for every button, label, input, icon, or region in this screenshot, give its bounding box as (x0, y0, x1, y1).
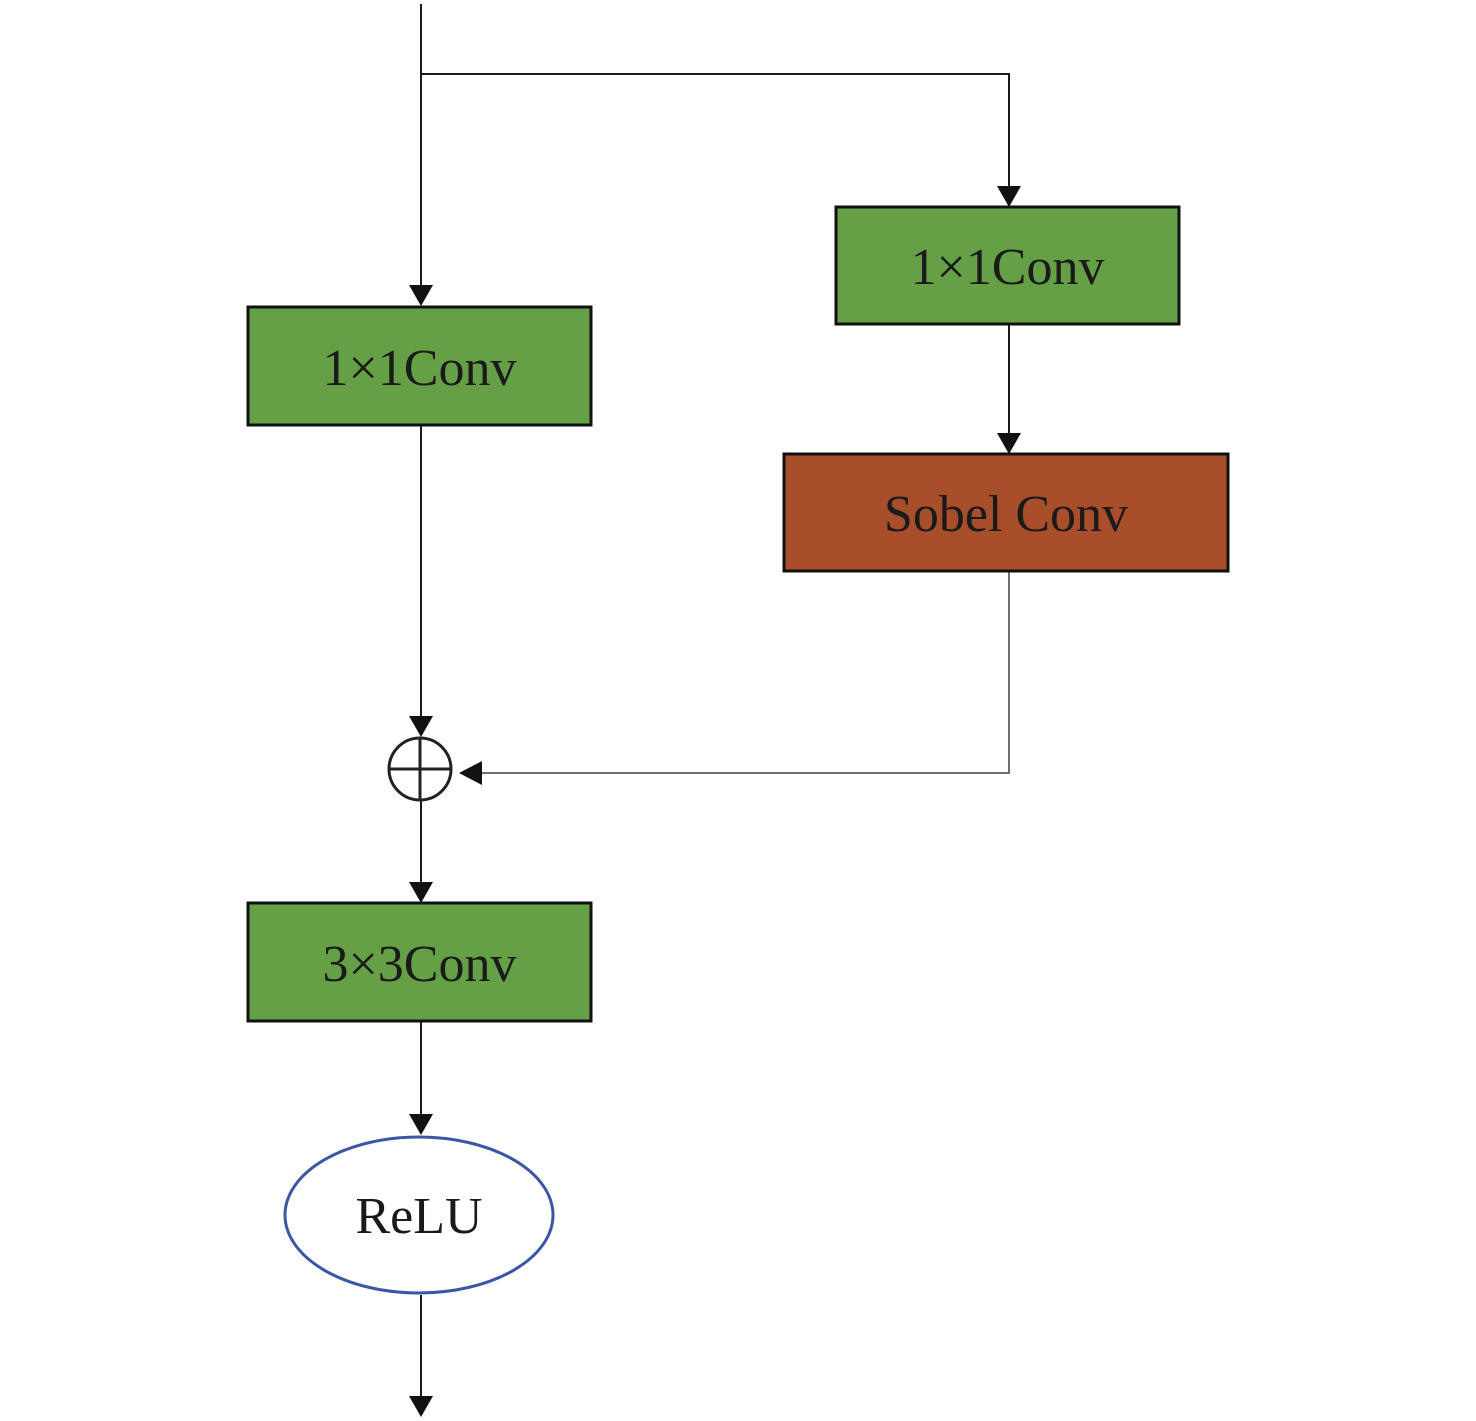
arrowheads (409, 186, 1021, 1417)
conv-left-box (246, 305, 593, 427)
sobel-conv-box (782, 452, 1230, 573)
arrowhead-icon (409, 882, 433, 903)
relu-node: ReLU (283, 1135, 555, 1295)
conv-left-node: 1×1Conv (246, 305, 593, 427)
conv3-label: 3×3Conv (322, 936, 516, 993)
sobel-node: Sobel Conv (782, 452, 1230, 573)
conv3-box (246, 901, 593, 1023)
arrowhead-icon (409, 285, 433, 306)
relu-ellipse (283, 1135, 555, 1295)
arrowhead-icon (997, 186, 1021, 207)
sobel-conv-label: Sobel Conv (884, 486, 1128, 543)
relu-label: ReLU (355, 1188, 482, 1245)
arrowhead-icon (409, 1396, 433, 1417)
conv-right-node: 1×1Conv (834, 205, 1181, 326)
connectors (420, 4, 1010, 1398)
edge-sobel-to-sum (478, 572, 1010, 774)
arrowhead-icon (997, 433, 1021, 454)
arrowhead-icon (409, 716, 433, 737)
edge-input-to-right-conv (421, 73, 1010, 188)
arrowhead-icon (409, 1114, 433, 1135)
arrowhead-icon (459, 761, 482, 785)
conv-left-label: 1×1Conv (322, 340, 516, 397)
conv-right-label: 1×1Conv (910, 239, 1104, 296)
conv-right-box (834, 205, 1181, 326)
conv3-node: 3×3Conv (246, 901, 593, 1023)
circled-plus-icon (387, 736, 453, 802)
